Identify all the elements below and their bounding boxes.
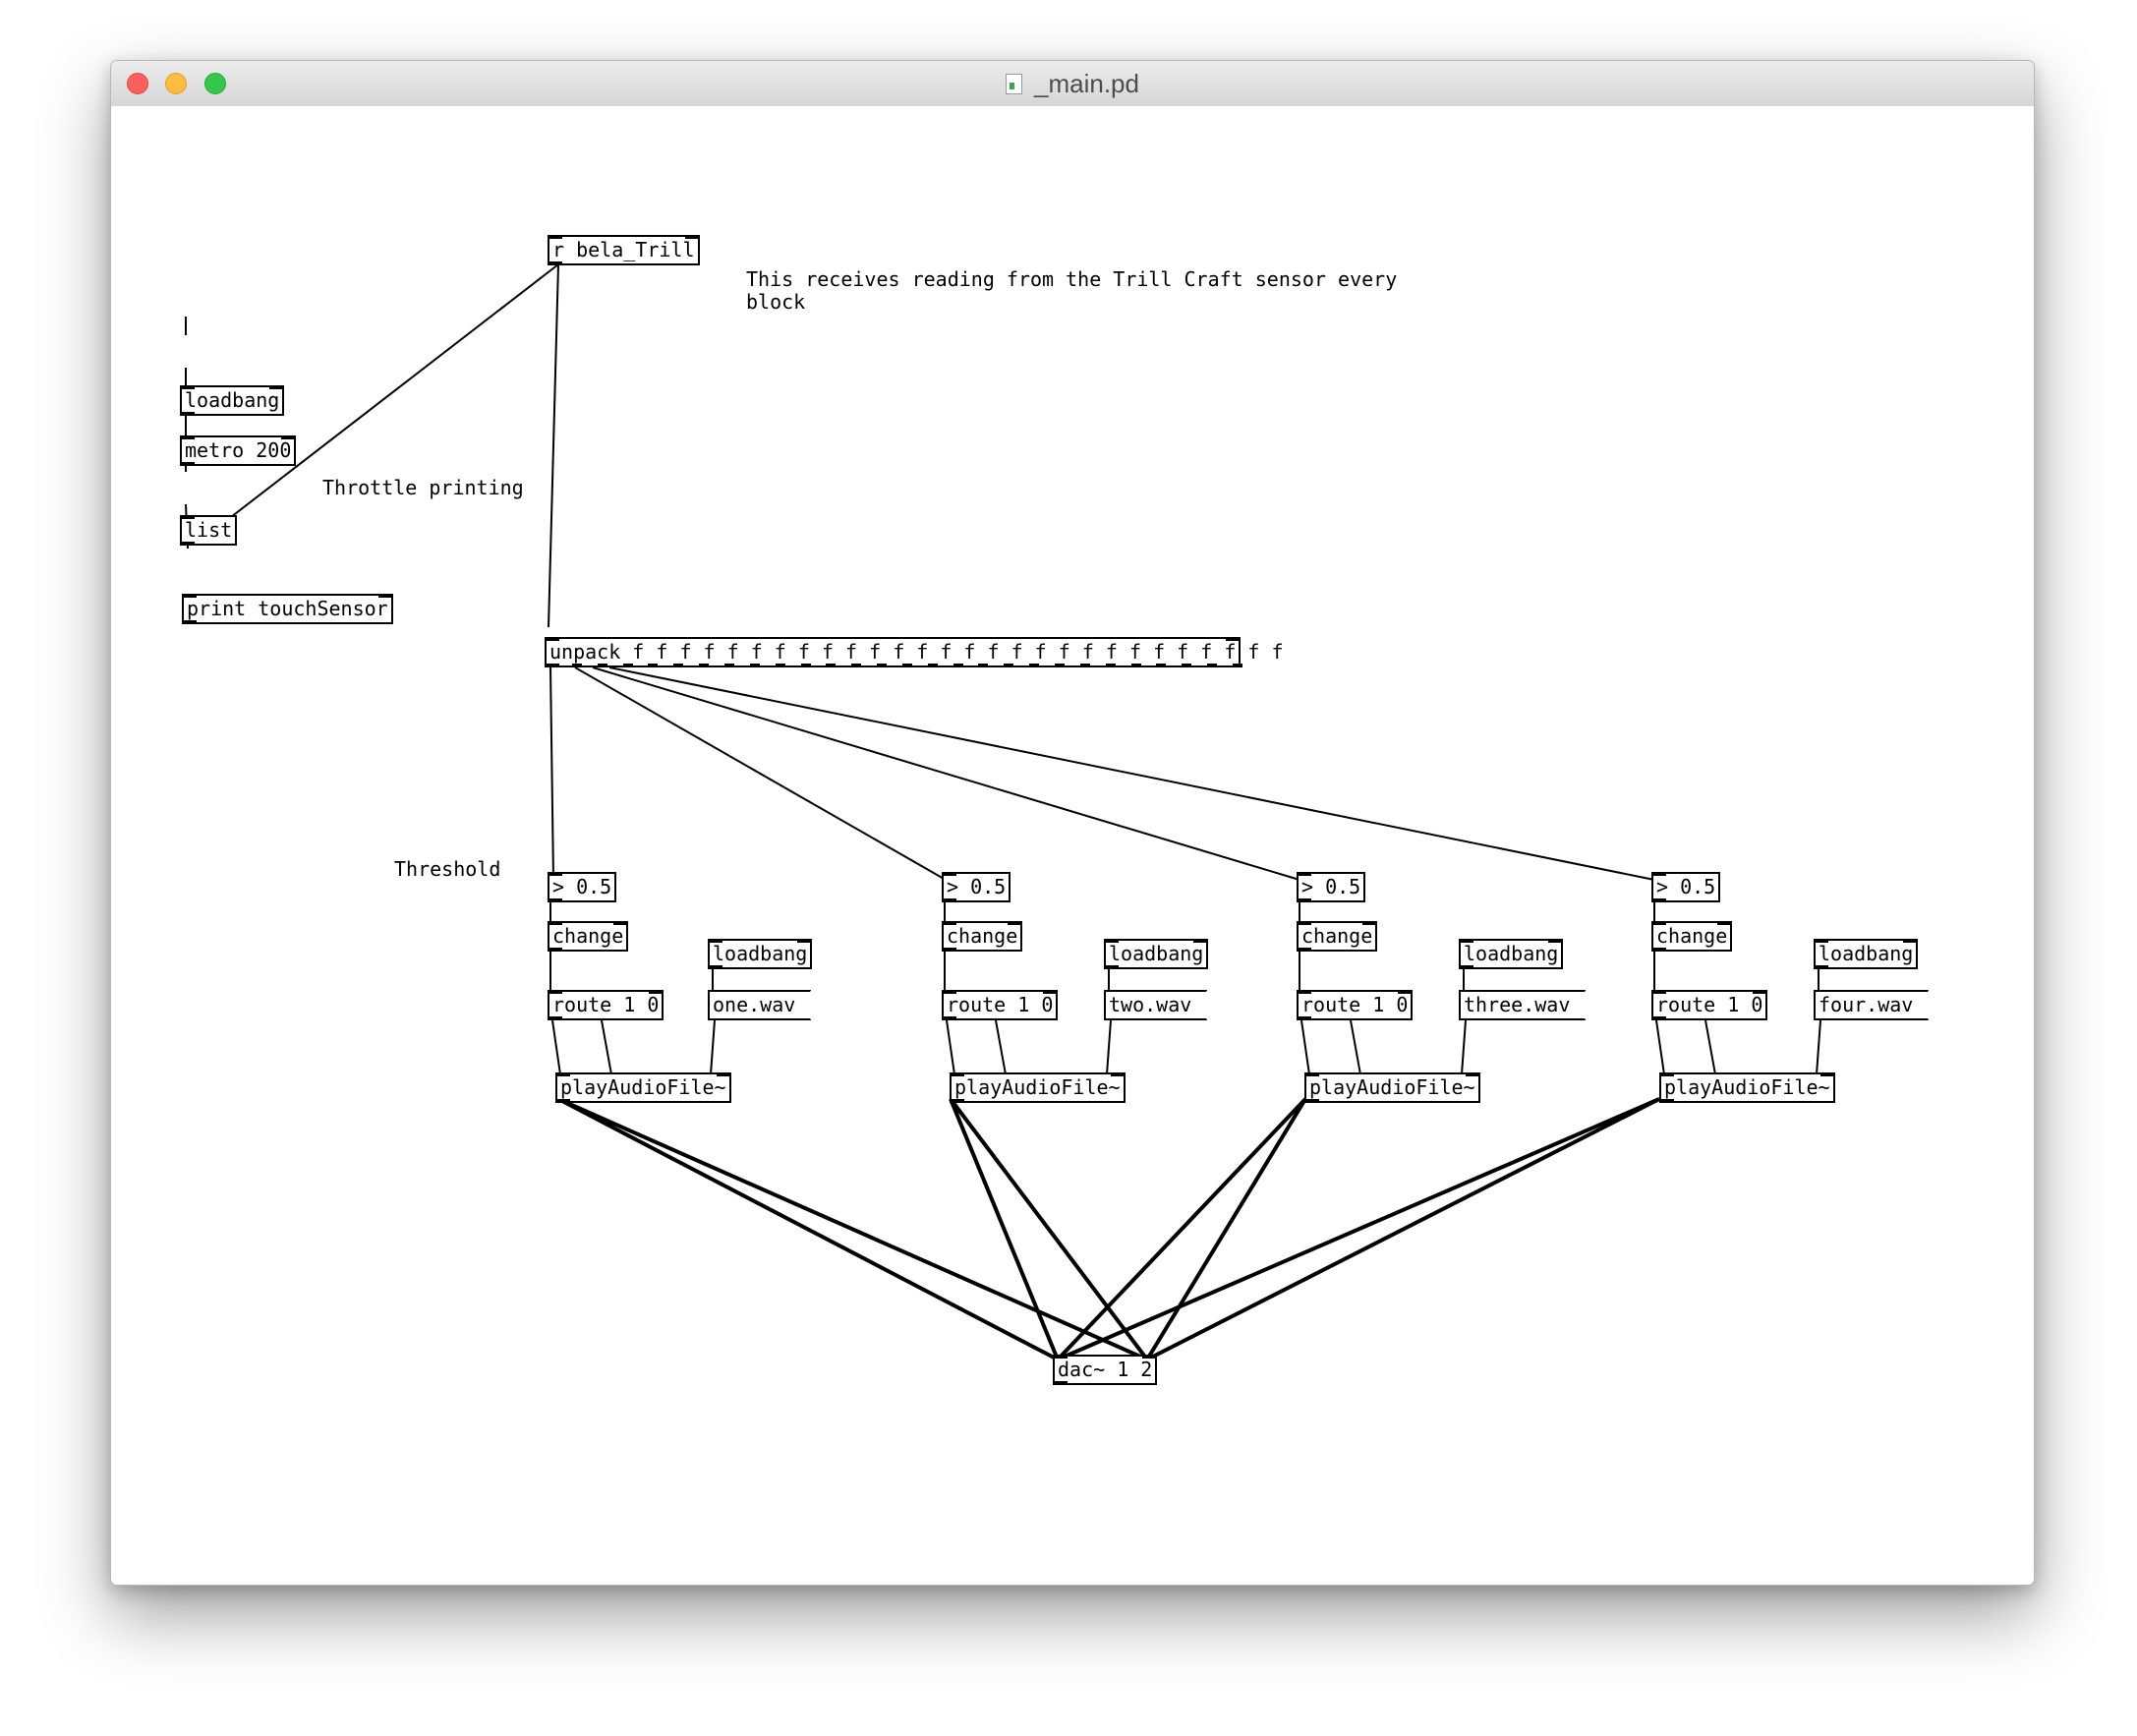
minimize-button[interactable] — [165, 73, 187, 94]
route-object[interactable]: route 1 0 — [548, 990, 664, 1020]
wire — [230, 263, 559, 518]
wire — [549, 666, 554, 881]
list-object[interactable]: list — [180, 515, 238, 546]
wire — [551, 1019, 561, 1075]
metro-object[interactable]: metro 200 — [180, 435, 297, 466]
loadbang-object[interactable]: loadbang — [708, 939, 813, 969]
file-message[interactable]: three.wav — [1459, 990, 1586, 1020]
file-message[interactable]: four.wav — [1814, 990, 1929, 1020]
wire — [946, 1019, 955, 1075]
file-message[interactable]: two.wav — [1104, 990, 1207, 1020]
window-title: _main.pd — [1034, 68, 1139, 98]
wire — [710, 1019, 716, 1075]
change-object[interactable]: change — [1651, 921, 1733, 952]
patch-canvas[interactable]: This receives reading from the Trill Cra… — [111, 106, 2034, 1585]
wire — [574, 666, 947, 881]
title-bar: _main.pd — [111, 61, 2034, 107]
patch-connections — [185, 263, 1821, 1361]
audio-wire — [557, 1097, 1148, 1361]
wire — [1300, 1019, 1310, 1075]
audio-wire — [557, 1097, 1059, 1361]
wire — [1816, 1019, 1821, 1075]
loadbang-object[interactable]: loadbang — [1459, 939, 1564, 969]
threshold-object[interactable]: > 0.5 — [942, 872, 1011, 902]
wire — [592, 666, 1300, 881]
throttle-comment: Throttle printing — [322, 476, 524, 499]
wire — [1655, 1019, 1665, 1075]
audio-wire — [1145, 1097, 1307, 1361]
zoom-button[interactable] — [204, 73, 226, 94]
audio-wire — [1057, 1097, 1660, 1361]
dac-object[interactable]: dac~ 1 2 — [1053, 1355, 1158, 1385]
route-object[interactable]: route 1 0 — [942, 990, 1059, 1020]
pd-patch-window: _main.pd — [110, 60, 2035, 1586]
unpack-object[interactable]: unpack f f f f f f f f f f f f f f f f f… — [545, 637, 1284, 667]
close-button[interactable] — [127, 73, 148, 94]
loadbang-object[interactable]: loadbang — [1104, 939, 1209, 969]
play-audio-file-object[interactable]: playAudioFile~ — [1659, 1072, 1835, 1103]
wire — [1350, 1019, 1361, 1075]
play-audio-file-object[interactable]: playAudioFile~ — [555, 1072, 731, 1103]
threshold-object[interactable]: > 0.5 — [548, 872, 617, 902]
wire — [608, 666, 1655, 881]
print-object[interactable]: print touchSensor — [182, 594, 393, 624]
change-object[interactable]: change — [548, 921, 629, 952]
threshold-comment: Threshold — [394, 857, 501, 881]
loadbang-object[interactable]: loadbang — [1814, 939, 1919, 969]
route-object[interactable]: route 1 0 — [1297, 990, 1414, 1020]
wire — [1106, 1019, 1112, 1075]
wire — [1461, 1019, 1467, 1075]
wire — [548, 263, 559, 628]
play-audio-file-object[interactable]: playAudioFile~ — [1304, 1072, 1480, 1103]
audio-wire — [1056, 1097, 1307, 1361]
wire — [995, 1019, 1007, 1075]
change-object[interactable]: change — [942, 921, 1023, 952]
change-object[interactable]: change — [1297, 921, 1378, 952]
receive-bela-trill-object[interactable]: r bela_Trill — [548, 235, 700, 265]
pd-file-icon — [1006, 73, 1023, 94]
wire — [601, 1019, 612, 1075]
audio-wire — [949, 1097, 1149, 1361]
window-title-group: _main.pd — [111, 61, 2034, 106]
route-object[interactable]: route 1 0 — [1651, 990, 1768, 1020]
play-audio-file-object[interactable]: playAudioFile~ — [950, 1072, 1126, 1103]
threshold-object[interactable]: > 0.5 — [1651, 872, 1721, 902]
trill-comment: This receives reading from the Trill Cra… — [746, 267, 1410, 314]
loadbang-object[interactable]: loadbang — [180, 385, 285, 416]
file-message[interactable]: one.wav — [708, 990, 811, 1020]
wire — [1704, 1019, 1716, 1075]
audio-wire — [1146, 1097, 1660, 1361]
threshold-object[interactable]: > 0.5 — [1297, 872, 1366, 902]
audio-wire — [949, 1098, 1060, 1360]
